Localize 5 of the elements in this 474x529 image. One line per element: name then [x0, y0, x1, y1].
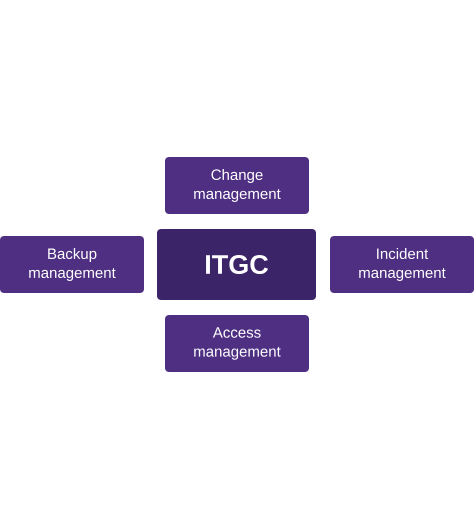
area-box: Incident management	[330, 236, 474, 293]
area-box: Change management	[165, 157, 309, 214]
area-box: Access management	[165, 315, 309, 372]
area-box: Backup management	[0, 236, 144, 293]
core-box: ITGC	[157, 229, 316, 300]
